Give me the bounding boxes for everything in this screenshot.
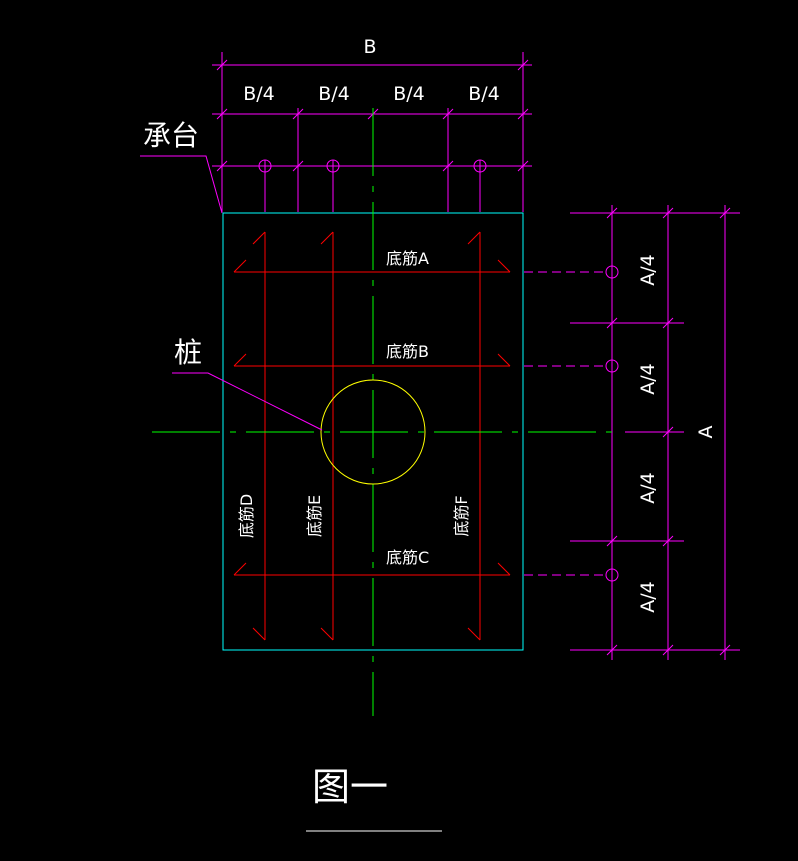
rebar-hook: [497, 353, 511, 367]
dim-tick: [662, 207, 674, 219]
dim-tick: [517, 108, 529, 120]
rebar-hook: [497, 562, 511, 576]
dim-label-b-quarter: B/4: [243, 83, 275, 105]
bar-marker: [326, 159, 340, 173]
dim-label-a-quarter: A/4: [637, 363, 659, 395]
dim-label-b-quarter: B/4: [468, 83, 500, 105]
dim-tick: [442, 160, 454, 172]
rebar-a-label: 底筋A: [386, 249, 429, 268]
rebar-hook: [467, 231, 481, 245]
dim-label-b: B: [363, 36, 376, 58]
dim-tick: [216, 108, 228, 120]
dim-tick: [662, 426, 674, 438]
rebar-d-label: 底筋D: [237, 494, 256, 538]
dim-label-b-quarter: B/4: [318, 83, 350, 105]
rebar-hook: [467, 627, 481, 641]
rebar-hook: [233, 562, 247, 576]
bar-marker: [473, 159, 487, 173]
rebar-hook: [233, 259, 247, 273]
top-dimension-group: [212, 52, 532, 212]
dim-tick: [292, 160, 304, 172]
dim-tick: [662, 644, 674, 656]
pile-label: 桩: [174, 336, 202, 369]
dim-tick: [606, 207, 618, 219]
rebar-b-label: 底筋B: [386, 342, 429, 361]
rebar-e-label: 底筋E: [305, 495, 324, 537]
rebar-f-label: 底筋F: [452, 495, 471, 536]
dim-tick: [606, 535, 618, 547]
dim-tick: [606, 644, 618, 656]
dim-tick: [292, 108, 304, 120]
dim-label-a-quarter: A/4: [637, 581, 659, 613]
dim-tick: [719, 207, 731, 219]
pile-leader: [172, 372, 323, 431]
bar-marker: [258, 159, 272, 173]
dim-label-a: A: [695, 426, 717, 439]
dim-tick: [662, 535, 674, 547]
bar-marker: [605, 265, 619, 279]
rebar-group: [233, 231, 511, 641]
dim-label-b-quarter: B/4: [393, 83, 425, 105]
rebar-hook: [233, 353, 247, 367]
dim-tick: [719, 644, 731, 656]
cap-label: 承台: [143, 119, 199, 152]
bar-marker: [605, 359, 619, 373]
figure-caption: 图一: [312, 765, 388, 809]
rebar-hook: [320, 231, 334, 245]
dim-tick: [517, 59, 529, 71]
dim-tick: [216, 160, 228, 172]
rebar-c-label: 底筋C: [386, 548, 429, 567]
dim-tick: [216, 59, 228, 71]
dim-label-a-quarter: A/4: [637, 254, 659, 286]
rebar-hook: [320, 627, 334, 641]
rebar-hook: [252, 627, 266, 641]
dim-label-a-quarter: A/4: [637, 472, 659, 504]
dim-tick: [606, 317, 618, 329]
cap-leader: [140, 155, 223, 214]
dim-tick: [662, 317, 674, 329]
pile-circle: [320, 379, 426, 485]
rebar-hook: [252, 231, 266, 245]
bar-marker: [605, 568, 619, 582]
dim-tick: [517, 160, 529, 172]
rebar-hook: [497, 259, 511, 273]
dim-tick: [442, 108, 454, 120]
